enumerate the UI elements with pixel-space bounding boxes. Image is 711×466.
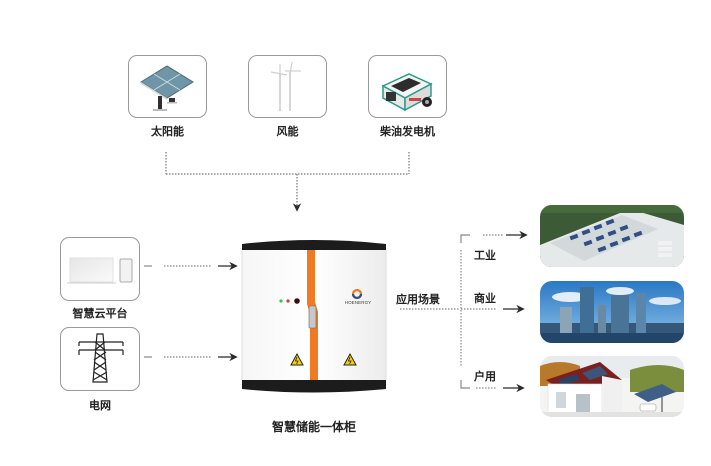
power-tower-icon bbox=[78, 333, 124, 383]
brand-name: HOENERGY bbox=[344, 300, 372, 305]
commercial-city-skyline-photo bbox=[540, 281, 684, 343]
solar-panel-icon bbox=[140, 65, 194, 111]
cloud-platform-card bbox=[60, 237, 140, 301]
cloud-platform-label: 智慧云平台 bbox=[72, 307, 128, 320]
energy-storage-cabinet: HOENERGY bbox=[239, 236, 389, 396]
cloud-platform-devices-icon bbox=[67, 257, 133, 284]
application-commercial-label: 商业 bbox=[474, 292, 496, 305]
grid-label: 电网 bbox=[89, 399, 111, 412]
wind-label: 风能 bbox=[276, 125, 299, 138]
solar-label: 太阳能 bbox=[151, 125, 184, 138]
applications-title: 应用场景 bbox=[396, 293, 440, 306]
application-residential-label: 户用 bbox=[474, 370, 496, 383]
grid-card bbox=[60, 327, 140, 391]
cabinet-handle bbox=[308, 305, 317, 329]
status-light-red bbox=[286, 299, 290, 303]
warning-sign-left-icon bbox=[290, 352, 304, 366]
status-light-green bbox=[279, 299, 283, 303]
emergency-button bbox=[294, 298, 300, 304]
top-bracket bbox=[165, 152, 410, 212]
cabinet-label: 智慧储能一体柜 bbox=[271, 420, 356, 434]
residential-house-solar-photo bbox=[540, 356, 684, 417]
wind-turbine-icon bbox=[270, 61, 301, 111]
application-bracket bbox=[400, 230, 528, 393]
warning-sign-right-icon bbox=[343, 352, 357, 366]
generator-label: 柴油发电机 bbox=[380, 125, 435, 138]
wind-source-card bbox=[248, 55, 327, 118]
solar-source-card bbox=[128, 55, 207, 118]
application-industrial-label: 工业 bbox=[474, 249, 496, 262]
cabinet-illustration bbox=[241, 240, 387, 393]
generator-source-card bbox=[368, 55, 447, 118]
diesel-generator-icon bbox=[381, 73, 433, 112]
industrial-rooftop-solar-photo bbox=[540, 205, 684, 267]
